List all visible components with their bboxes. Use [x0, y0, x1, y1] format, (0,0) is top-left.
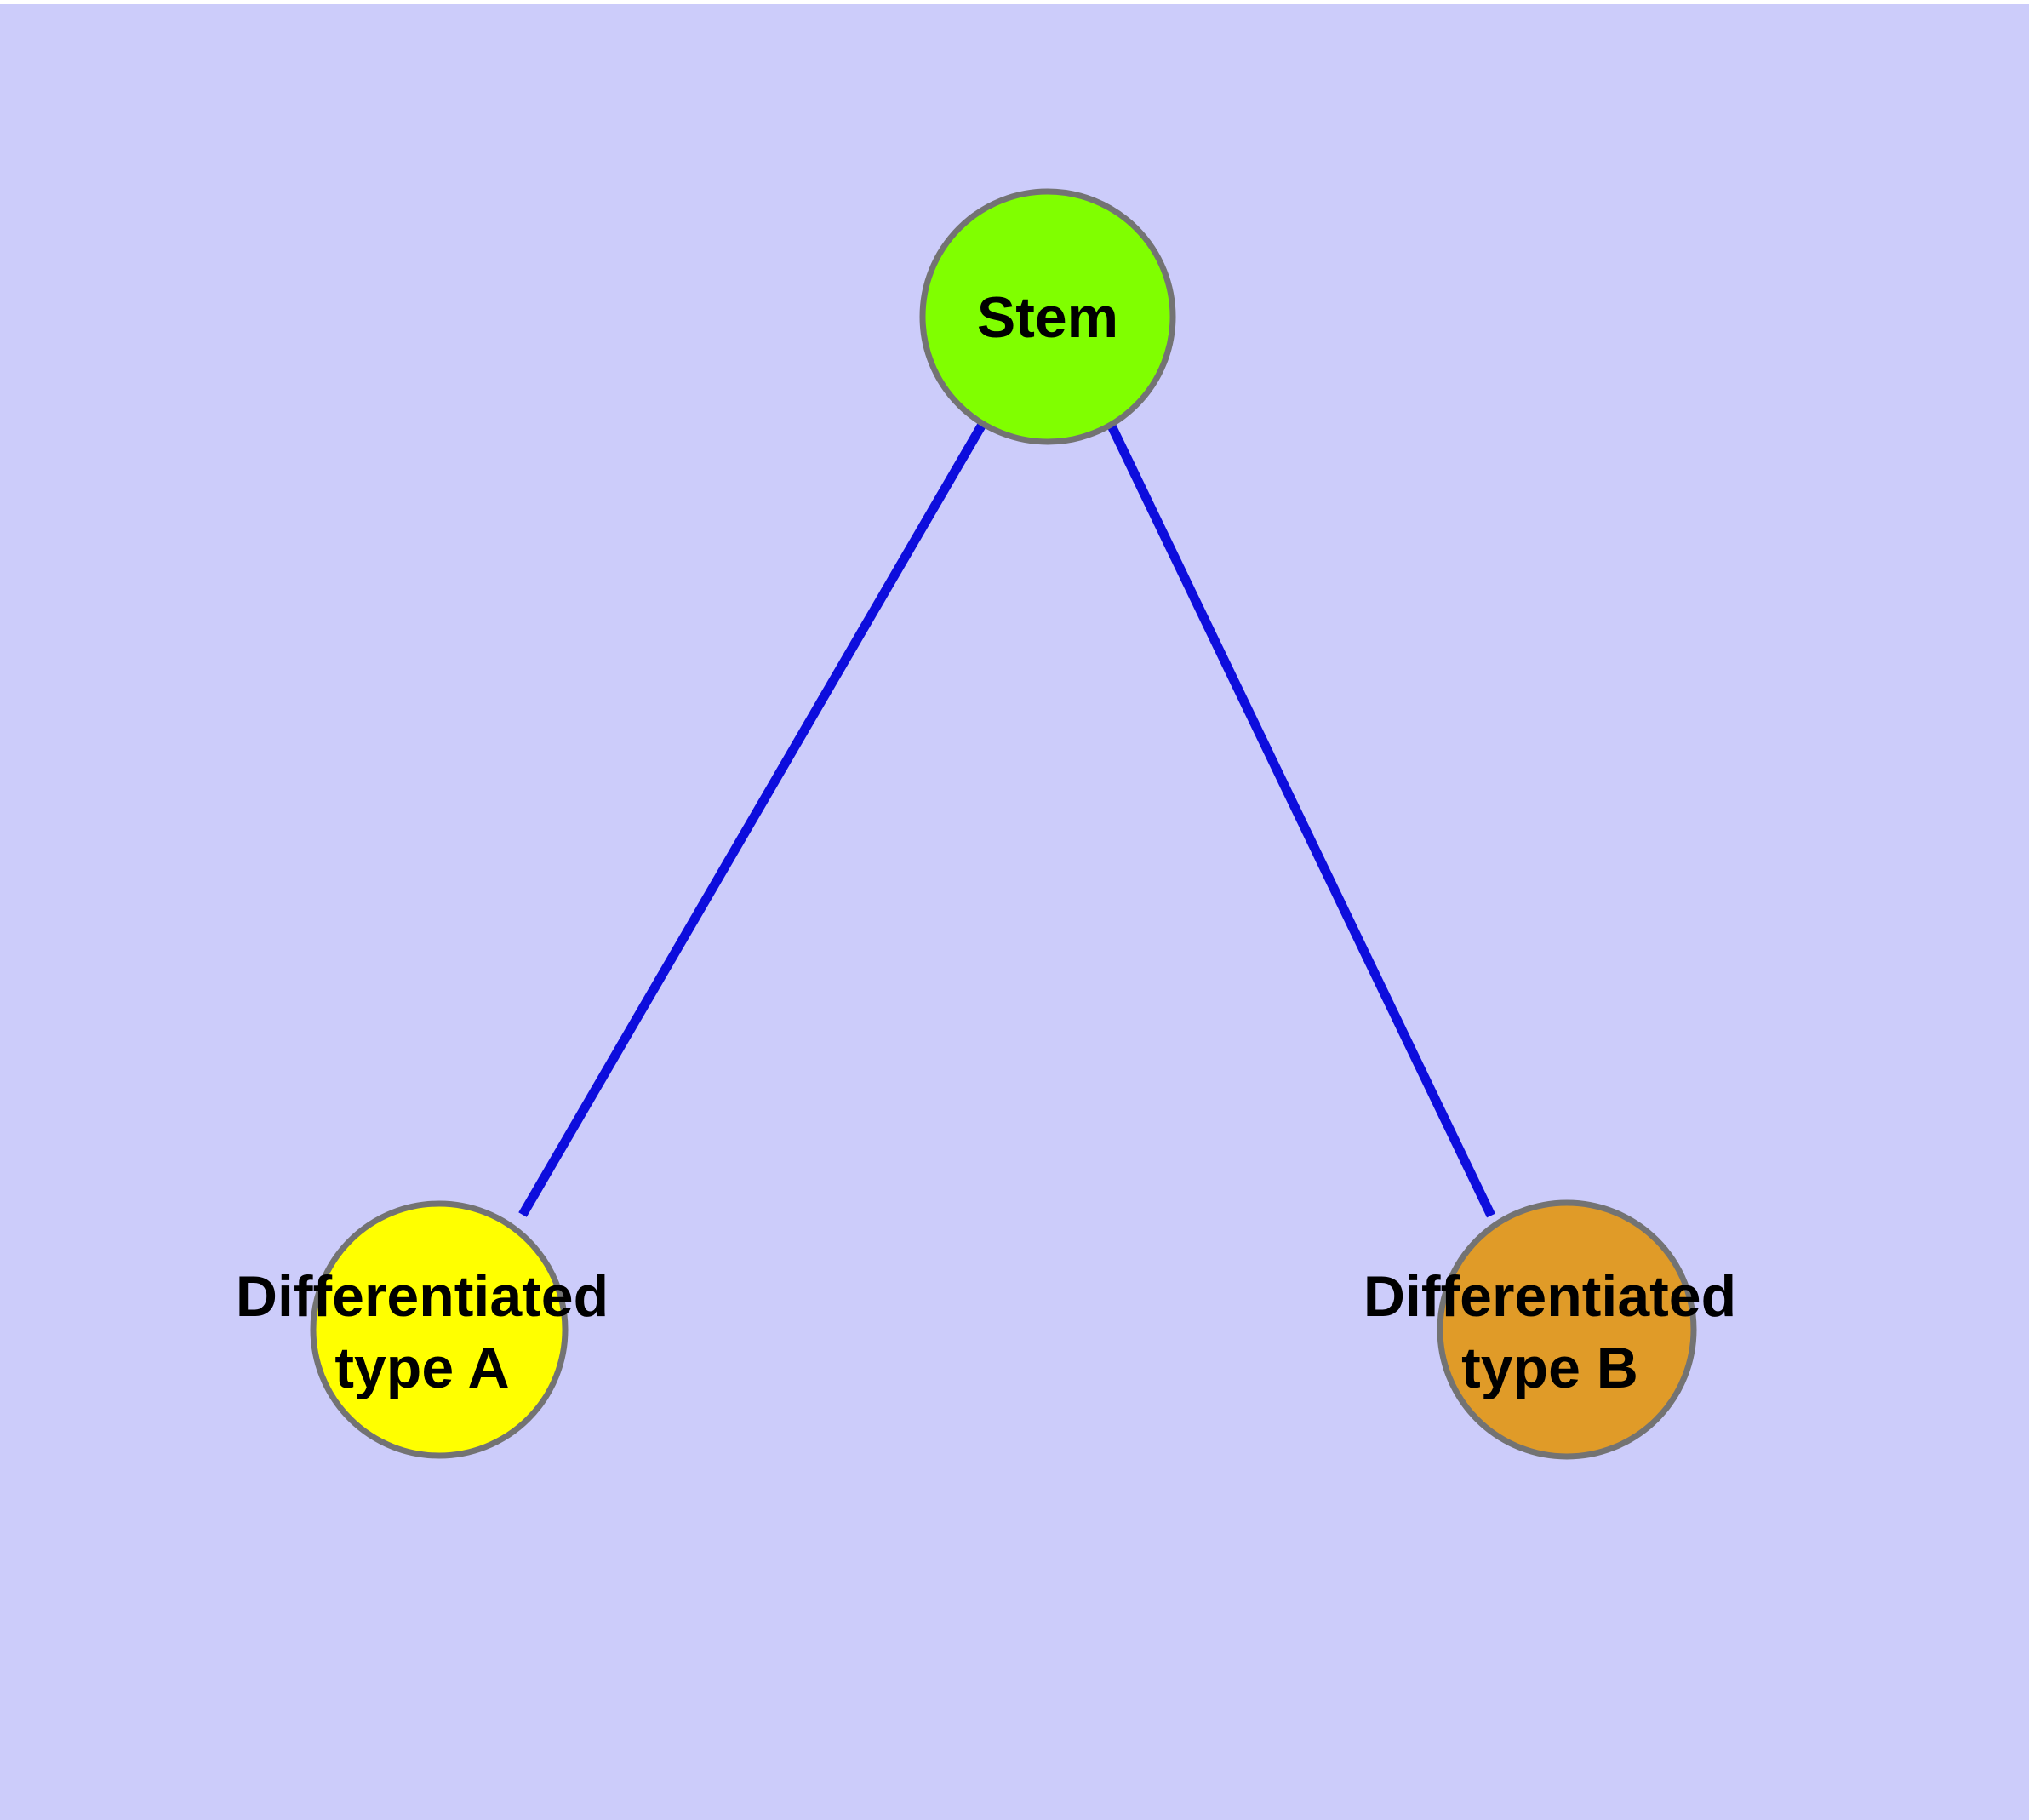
node-differentiated-type-b-circle[interactable]: [1437, 1199, 1697, 1460]
edge-stem-to-differentiated-type-b[interactable]: [1105, 418, 1495, 1218]
node-differentiated-type-a-circle[interactable]: [310, 1200, 569, 1459]
node-stem-circle[interactable]: [919, 188, 1176, 445]
node-differentiated-type-b[interactable]: Differentiated type B: [1363, 1199, 1736, 1460]
node-differentiated-type-a[interactable]: Differentiated type A: [236, 1200, 609, 1459]
node-stem[interactable]: Stem: [919, 188, 1176, 445]
edge-stem-to-differentiated-type-a[interactable]: [518, 421, 987, 1217]
node-differentiated-type-b-label-line-2: type B: [1461, 1336, 1638, 1400]
node-differentiated-type-b-label-line-1: Differentiated: [1363, 1264, 1736, 1329]
node-layer: Stem Differentiated type A Differentiate…: [236, 188, 1736, 1460]
node-stem-label-line-1: Stem: [977, 285, 1118, 350]
node-differentiated-type-a-label-line-1: Differentiated: [236, 1264, 609, 1329]
node-differentiated-type-a-label-line-2: type A: [334, 1336, 509, 1400]
edge-layer: [518, 418, 1495, 1218]
